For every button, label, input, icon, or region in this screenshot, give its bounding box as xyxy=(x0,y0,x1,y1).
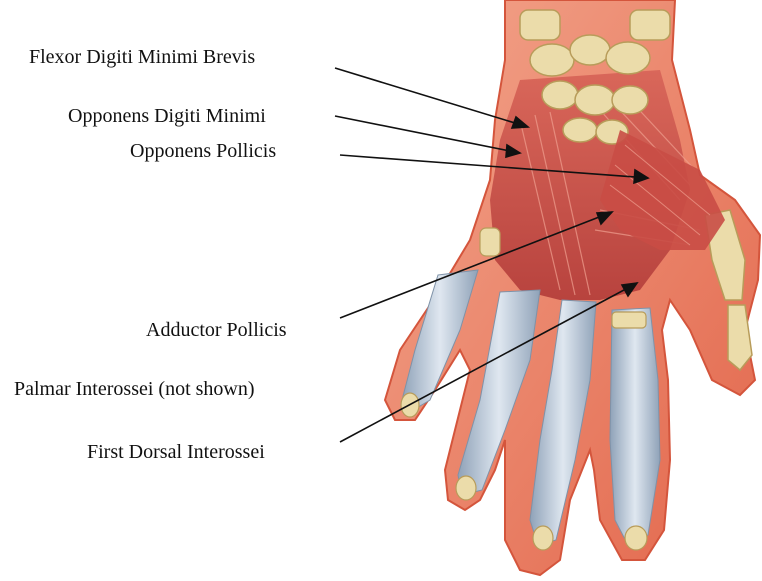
label-flexor-digiti-minimi-brevis: Flexor Digiti Minimi Brevis xyxy=(29,45,255,69)
label-first-dorsal-interossei: First Dorsal Interossei xyxy=(87,440,265,464)
label-palmar-interossei: Palmar Interossei (not shown) xyxy=(14,377,255,401)
label-opponens-pollicis: Opponens Pollicis xyxy=(130,139,276,163)
label-opponens-digiti-minimi: Opponens Digiti Minimi xyxy=(68,104,266,128)
label-adductor-pollicis: Adductor Pollicis xyxy=(146,318,287,342)
